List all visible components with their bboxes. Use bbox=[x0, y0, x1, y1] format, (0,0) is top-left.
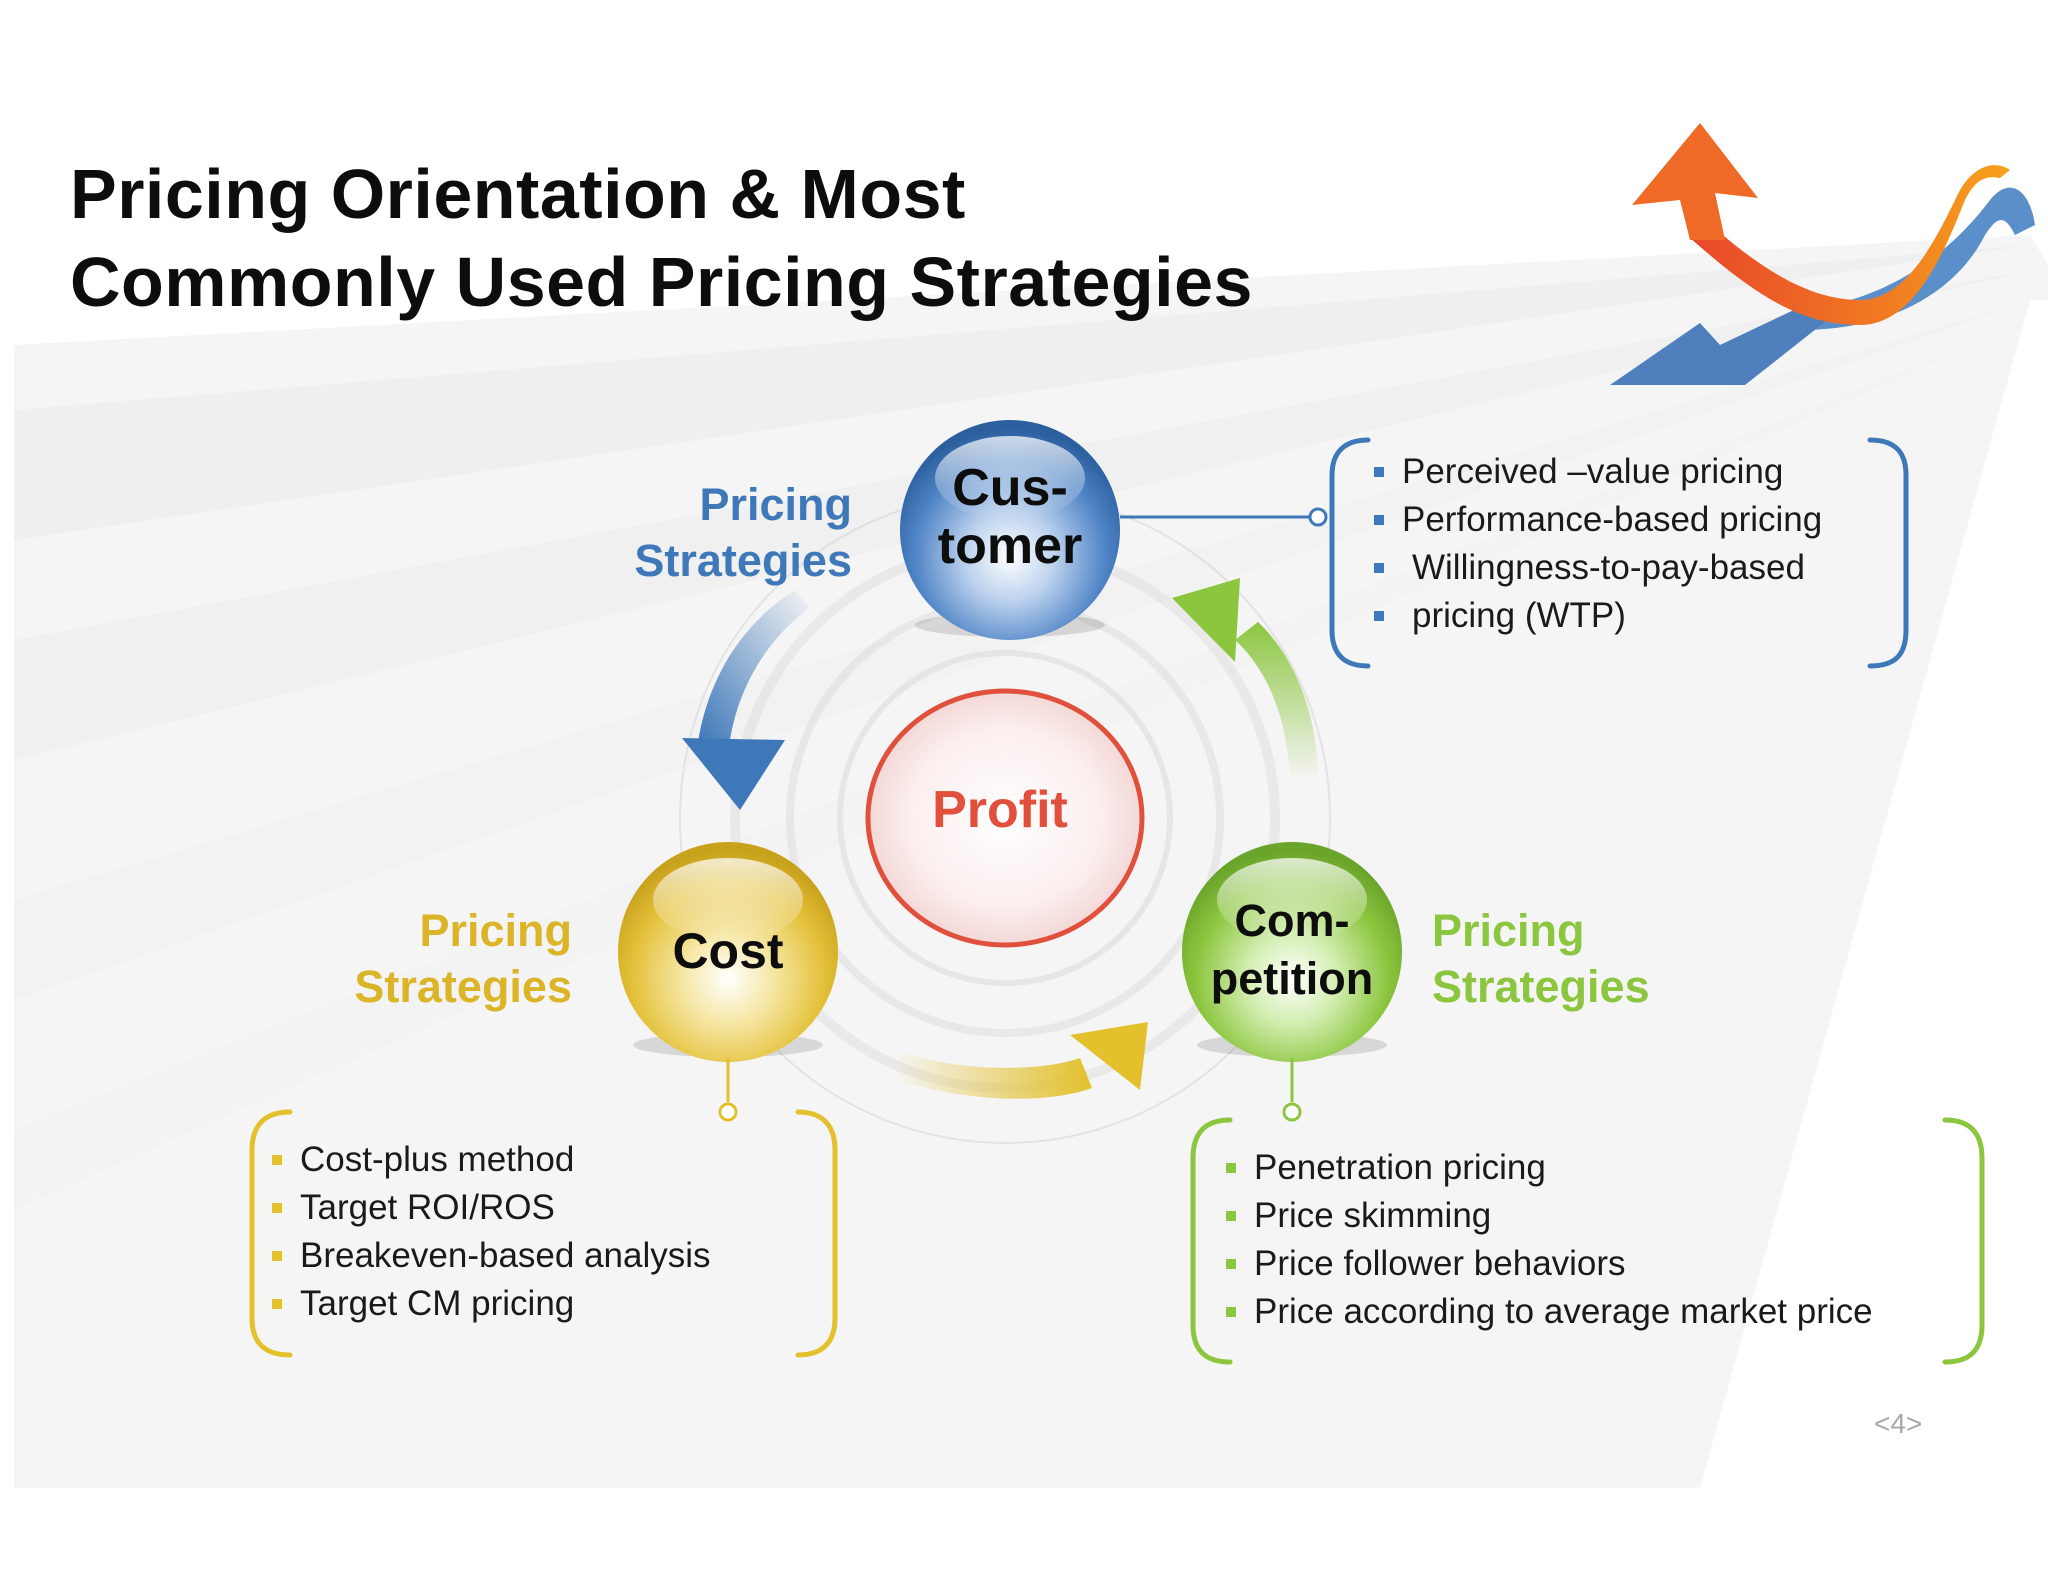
competition-node-line-1: Com- bbox=[1234, 895, 1350, 946]
list-item: Cost-plus method bbox=[268, 1136, 808, 1184]
competition-left-bracket bbox=[1190, 1117, 1233, 1365]
competition-right-bracket bbox=[1942, 1117, 1985, 1365]
customer-left-bracket bbox=[1329, 437, 1371, 669]
ribbon-arrow-icon bbox=[1610, 123, 2035, 385]
list-item: Price according to average market price bbox=[1222, 1288, 1962, 1336]
cost-strategy-list: Cost-plus method Target ROI/ROS Breakeve… bbox=[268, 1136, 808, 1328]
list-item: Target ROI/ROS bbox=[268, 1184, 808, 1232]
customer-sphere bbox=[900, 420, 1120, 640]
list-item: Perceived –value pricing bbox=[1370, 448, 1890, 496]
arrow-cost-to-competition bbox=[893, 1052, 1092, 1099]
arrow-customer-to-cost-head bbox=[682, 738, 785, 810]
list-item: Target CM pricing bbox=[268, 1280, 808, 1328]
arrow-cost-to-competition-head bbox=[1070, 1022, 1148, 1090]
list-item: Breakeven-based analysis bbox=[268, 1232, 808, 1280]
competition-strategy-list: Penetration pricing Price skimming Price… bbox=[1222, 1144, 1962, 1336]
cycle-arrows bbox=[682, 578, 1318, 1099]
cost-node-label: Cost bbox=[628, 922, 828, 980]
competition-node-line-2: petition bbox=[1210, 953, 1374, 1004]
background-rays bbox=[14, 235, 2048, 1582]
brackets bbox=[249, 437, 1985, 1365]
competition-label-line-1: Pricing bbox=[1432, 905, 1585, 956]
customer-label-line-1: Pricing bbox=[699, 479, 852, 530]
customer-label-line-2: Strategies bbox=[634, 535, 852, 586]
arrow-competition-to-customer-head bbox=[1172, 578, 1240, 662]
competition-sphere bbox=[1182, 842, 1402, 1062]
customer-node-line-2: tomer bbox=[937, 517, 1083, 575]
arrow-competition-to-customer bbox=[1235, 622, 1318, 780]
cost-label-line-1: Pricing bbox=[419, 905, 572, 956]
cost-node-text: Cost bbox=[672, 923, 784, 979]
customer-pricing-strategies-label: Pricing Strategies bbox=[560, 477, 852, 589]
customer-node-line-1: Cus- bbox=[952, 459, 1068, 517]
cost-sphere bbox=[618, 842, 838, 1062]
profit-circle bbox=[865, 688, 1145, 948]
competition-label-line-2: Strategies bbox=[1432, 961, 1650, 1012]
cost-right-bracket bbox=[795, 1109, 838, 1358]
cost-pricing-strategies-label: Pricing Strategies bbox=[280, 903, 572, 1015]
profit-label: Profit bbox=[932, 781, 1068, 839]
list-item: Performance-based pricing bbox=[1370, 496, 1890, 544]
list-item: Willingness-to-pay-based bbox=[1370, 544, 1890, 592]
customer-node-label: Cus- tomer bbox=[910, 459, 1110, 575]
title-line-2: Commonly Used Pricing Strategies bbox=[70, 243, 1253, 321]
list-item-continuation: pricing (WTP) bbox=[1370, 592, 1890, 640]
customer-strategy-list: Perceived –value pricing Performance-bas… bbox=[1370, 448, 1890, 640]
arrow-customer-to-cost bbox=[698, 590, 810, 742]
customer-right-bracket bbox=[1867, 437, 1909, 669]
page-number: <4> bbox=[1874, 1408, 1923, 1439]
connectors bbox=[718, 507, 1328, 1122]
cost-label-line-2: Strategies bbox=[354, 961, 572, 1012]
cost-left-bracket bbox=[249, 1109, 293, 1358]
page-title: Pricing Orientation & Most Commonly Used… bbox=[70, 150, 1253, 326]
title-line-1: Pricing Orientation & Most bbox=[70, 155, 966, 233]
list-item: Penetration pricing bbox=[1222, 1144, 1962, 1192]
competition-pricing-strategies-label: Pricing Strategies bbox=[1432, 903, 1732, 1015]
competition-node-label: Com- petition bbox=[1182, 892, 1402, 1008]
list-item: Price follower behaviors bbox=[1222, 1240, 1962, 1288]
list-item: Price skimming bbox=[1222, 1192, 1962, 1240]
